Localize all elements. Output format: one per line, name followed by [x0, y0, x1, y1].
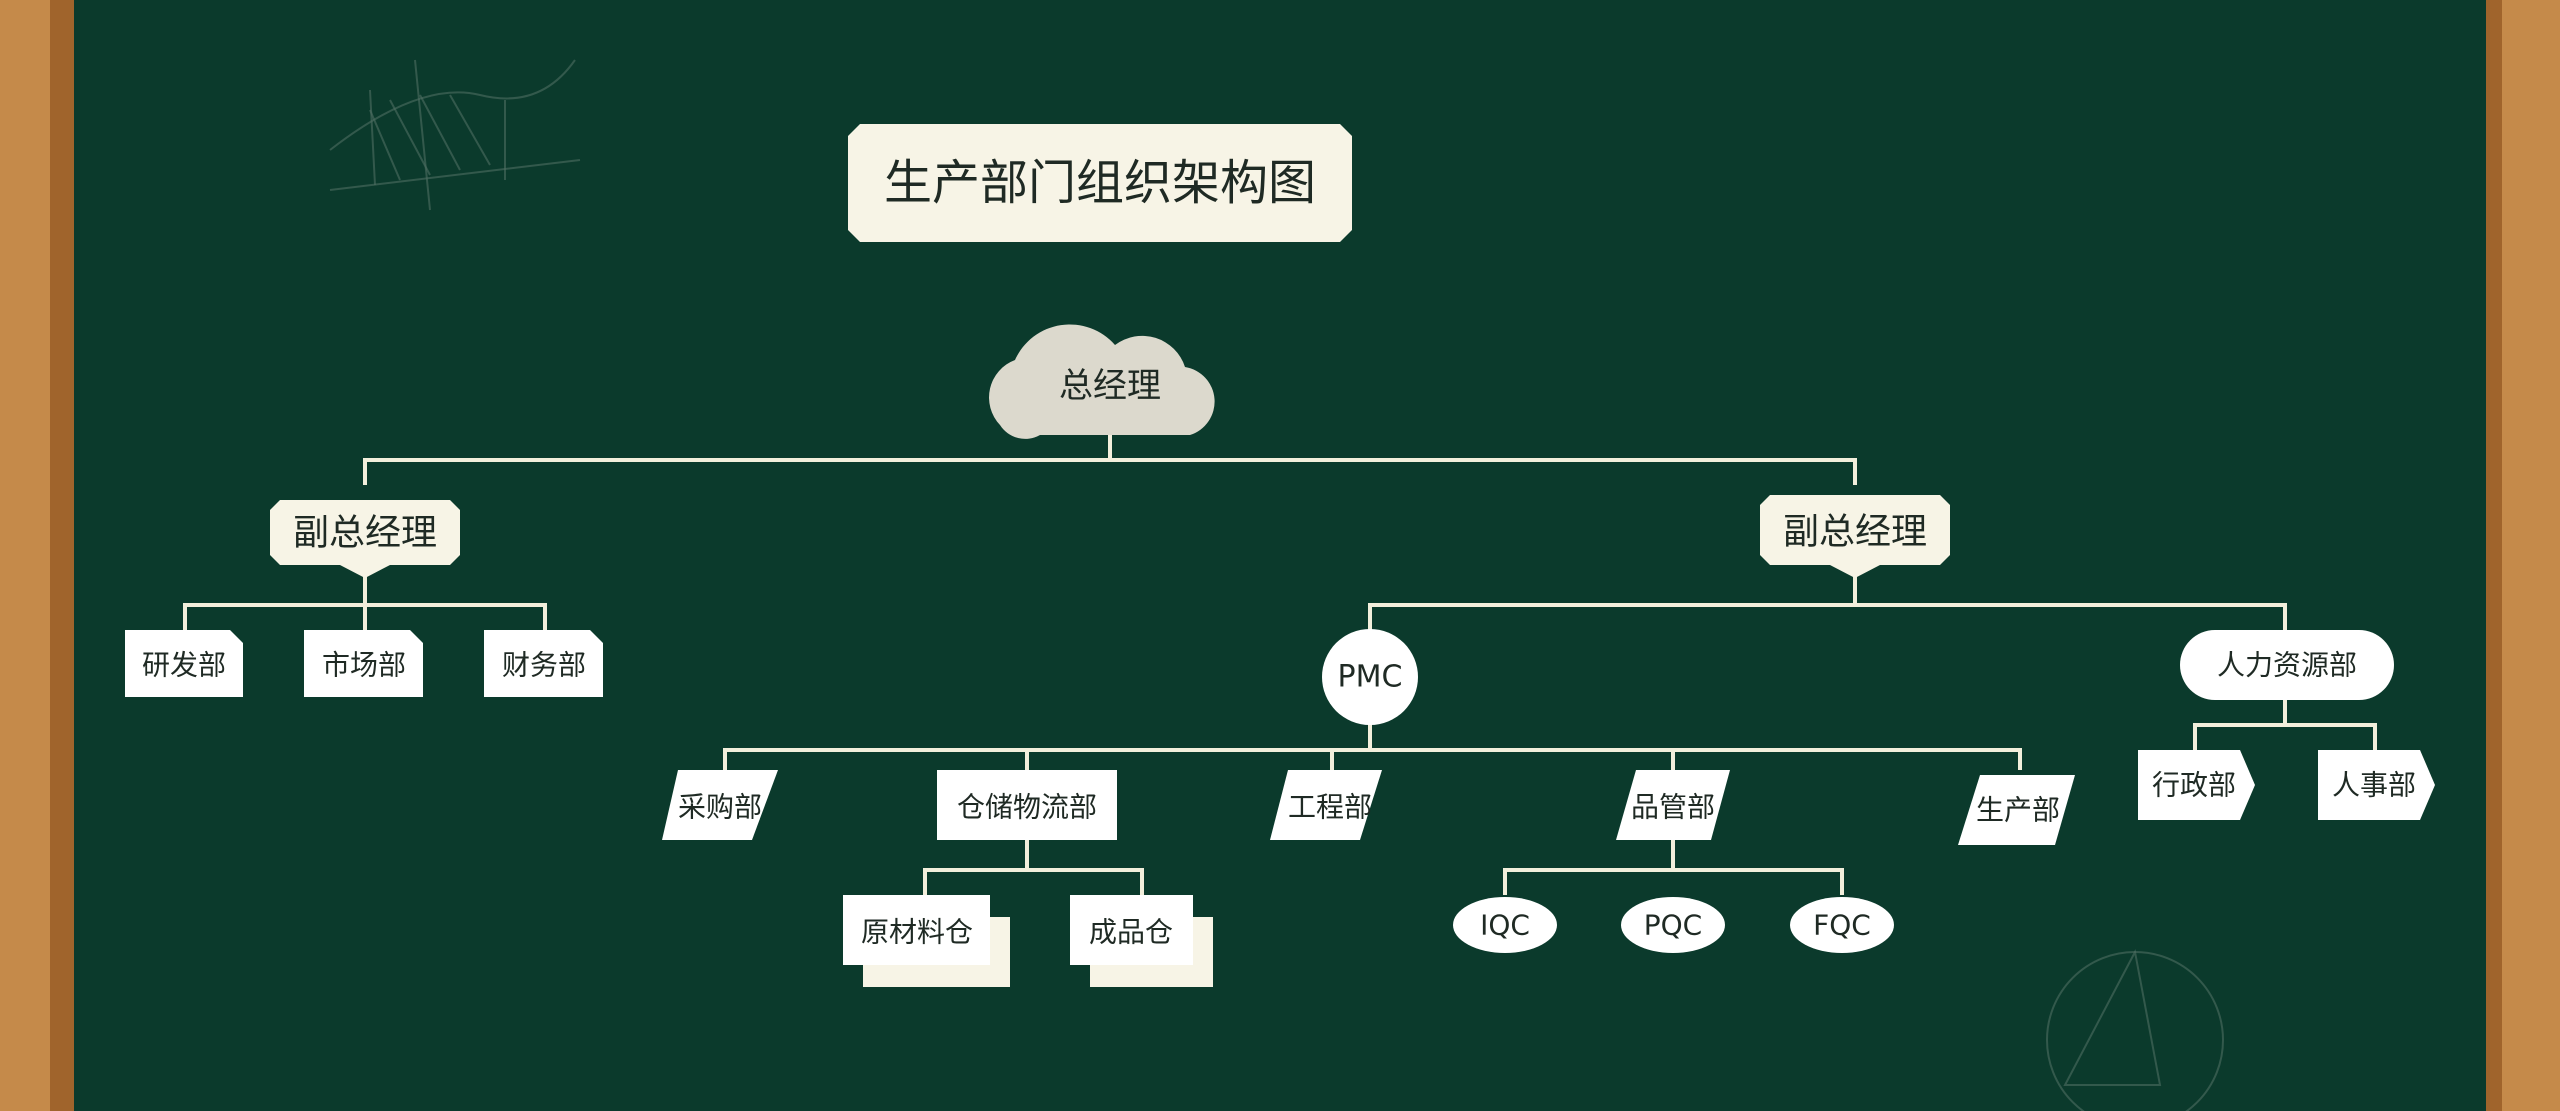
pmc-label: PMC [1338, 660, 1403, 695]
dept-node-marketing[interactable]: 市场部 [304, 630, 423, 697]
sketch-circle-decoration [2046, 948, 2224, 1111]
frame-left [0, 0, 58, 1111]
node-administration[interactable]: 行政部 [2138, 750, 2255, 820]
finished-goods-label: 成品仓 [1089, 916, 1173, 949]
node-finished-goods-warehouse[interactable]: 成品仓 [1070, 895, 1213, 987]
node-personnel[interactable]: 人事部 [2318, 750, 2435, 820]
vp-node-left[interactable]: 副总经理 [270, 500, 460, 578]
dept-node-engineering[interactable]: 工程部 [1270, 770, 1382, 840]
dept-node-rd[interactable]: 研发部 [125, 630, 243, 697]
vp-right-label: 副总经理 [1783, 512, 1927, 553]
fqc-label: FQC [1813, 909, 1871, 942]
vp-node-right[interactable]: 副总经理 [1760, 495, 1950, 578]
sketch-graph-decoration [329, 59, 581, 211]
dept-rd-label: 研发部 [142, 649, 226, 682]
dept-quality-label: 品管部 [1631, 791, 1715, 824]
node-pqc[interactable]: PQC [1621, 897, 1725, 953]
iqc-label: IQC [1480, 909, 1530, 942]
node-fqc[interactable]: FQC [1790, 897, 1894, 953]
hr-label: 人力资源部 [2217, 649, 2357, 682]
dept-purchasing-label: 采购部 [678, 791, 762, 824]
frame-right [2502, 0, 2560, 1111]
dept-marketing-label: 市场部 [322, 649, 406, 682]
dept-engineering-label: 工程部 [1288, 791, 1372, 824]
raw-material-label: 原材料仓 [861, 916, 973, 949]
chart-title: 生产部门组织架构图 [848, 124, 1352, 242]
dept-warehouse-label: 仓储物流部 [957, 791, 1097, 824]
administration-label: 行政部 [2152, 769, 2236, 802]
root-node[interactable]: 总经理 [989, 324, 1215, 439]
personnel-label: 人事部 [2332, 769, 2416, 802]
dept-finance-label: 财务部 [502, 649, 586, 682]
title-text: 生产部门组织架构图 [884, 155, 1316, 211]
dept-node-quality[interactable]: 品管部 [1616, 770, 1730, 840]
dept-node-purchasing[interactable]: 采购部 [662, 770, 778, 840]
frame-left-inner [50, 0, 74, 1111]
pqc-label: PQC [1644, 909, 1702, 942]
root-label: 总经理 [1059, 366, 1161, 406]
dept-node-finance[interactable]: 财务部 [484, 630, 603, 697]
dept-node-production[interactable]: 生产部 [1958, 775, 2075, 845]
node-raw-material-warehouse[interactable]: 原材料仓 [843, 895, 1010, 987]
vp-left-label: 副总经理 [293, 513, 437, 554]
dept-production-label: 生产部 [1976, 794, 2060, 827]
dept-node-warehouse-logistics[interactable]: 仓储物流部 [937, 770, 1117, 840]
hr-node[interactable]: 人力资源部 [2180, 630, 2394, 700]
pmc-node[interactable]: PMC [1322, 629, 1418, 725]
node-iqc[interactable]: IQC [1453, 897, 1557, 953]
